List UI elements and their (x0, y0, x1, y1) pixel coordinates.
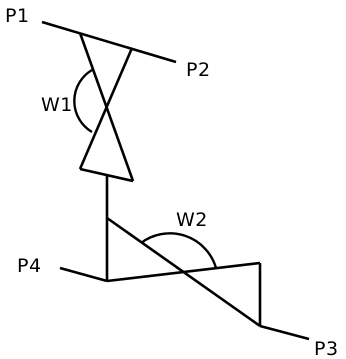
line-p4 (59, 266, 108, 283)
label-w2: W2 (176, 209, 208, 231)
line-p3 (259, 324, 310, 341)
label-p1: P1 (5, 5, 30, 27)
label-p2: P2 (186, 59, 211, 81)
label-w1: W1 (41, 94, 73, 116)
line-p1-p2 (41, 20, 177, 64)
label-p4: P4 (17, 255, 42, 277)
angle-arc-w1 (73, 68, 93, 134)
label-p3: P3 (314, 338, 339, 359)
angle-arc-w2 (140, 232, 218, 269)
upper-cross-line-b (78, 47, 134, 170)
lower-base-line (106, 261, 261, 283)
